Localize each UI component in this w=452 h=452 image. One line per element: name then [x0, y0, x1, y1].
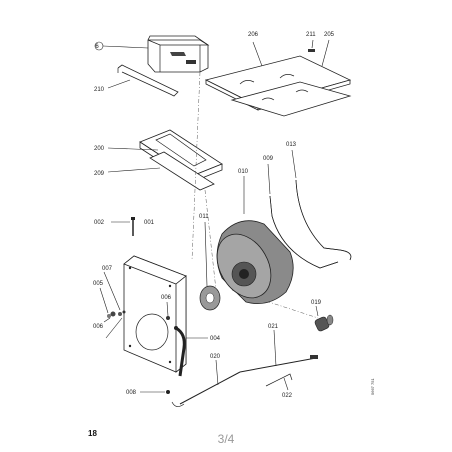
label-part-008: 008 [126, 390, 137, 396]
hoses [269, 179, 352, 269]
label-part-209: 209 [94, 171, 105, 177]
label-part-6: 6 [95, 44, 99, 50]
label-part-013: 013 [286, 142, 297, 148]
label-part-004: 004 [210, 336, 221, 342]
label-part-006: 006 [93, 324, 104, 330]
label-part-205: 205 [324, 32, 335, 38]
cover-panel [204, 55, 352, 117]
control-unit [147, 35, 210, 73]
page-indicator: 3/4 [217, 432, 235, 446]
mounting-plate [123, 255, 187, 373]
ignition-rod [171, 371, 241, 407]
gasket-ring [199, 285, 221, 311]
bracket [117, 64, 179, 97]
label-part-001: 001 [144, 220, 155, 226]
label-part-021: 021 [268, 324, 279, 330]
label-part-006-inner: 006 [161, 295, 172, 301]
label-part-010: 010 [238, 169, 249, 175]
cable [175, 326, 186, 377]
washers-nuts [107, 310, 126, 318]
label-part-206: 206 [248, 32, 259, 38]
label-part-210: 210 [94, 87, 105, 93]
label-part-020: 020 [210, 354, 221, 360]
document-code: 5667 751 [370, 378, 375, 395]
electrode-rod [239, 355, 318, 373]
label-part-007: 007 [102, 266, 113, 272]
screw [131, 217, 135, 236]
label-part-211: 211 [306, 32, 316, 38]
label-part-002: 002 [94, 220, 105, 226]
label-part-022: 022 [282, 393, 293, 399]
label-part-005: 005 [93, 281, 104, 287]
l-wire [265, 373, 293, 387]
base-tray [139, 129, 223, 191]
clip [308, 49, 315, 52]
connector [166, 390, 170, 394]
page-number: 18 [88, 429, 97, 438]
label-part-019: 019 [311, 300, 322, 306]
nozzle [314, 314, 334, 332]
burner-unit [216, 220, 294, 305]
label-part-011: 011 [199, 214, 209, 220]
label-part-200: 200 [94, 146, 105, 152]
label-part-009: 009 [263, 156, 274, 162]
